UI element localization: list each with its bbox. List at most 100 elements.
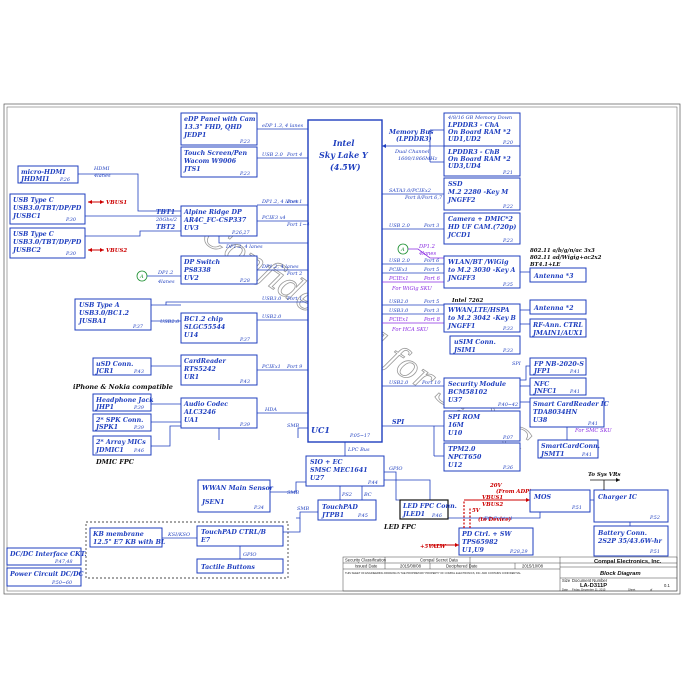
spk-block[interactable]: 2* SPK Conn. JSPK1 P.39 bbox=[92, 413, 181, 432]
usim-block[interactable]: uSIM Conn. JSIM1 P.33 bbox=[449, 335, 521, 355]
tactile-block[interactable]: Tactile Buttons bbox=[196, 558, 284, 574]
hdmi-bus: HDMI bbox=[93, 166, 110, 172]
usbc2-block[interactable]: USB Type C USB3.0/TBT/DP/PD JUSBC2 P.30 … bbox=[9, 227, 127, 259]
fp-line1: FP NB-2020-S bbox=[533, 361, 584, 368]
wlan-port3: Port 6 bbox=[423, 276, 441, 282]
sio-line1: SIO + EC bbox=[310, 459, 342, 466]
pd-vbus2: VBUS2 bbox=[482, 502, 503, 508]
bc12-block[interactable]: BC1.2 chip SLGC55544 U14 P.37 USB3.0 Por… bbox=[165, 296, 308, 344]
headphone-block[interactable]: Headphone Jack JHP1 P.39 bbox=[92, 393, 181, 412]
ssd-line2: M.2 2280 -Key M bbox=[447, 189, 509, 196]
wlan-line1: WLAN/BT /WiGig bbox=[448, 259, 509, 266]
wlan-antenna-block[interactable]: Antenna *3 bbox=[520, 267, 587, 283]
security-block[interactable]: Security Module BCM58102 U37 P.40~42 bbox=[443, 377, 521, 409]
led-block[interactable]: LED FPC Conn. JLED1 P.46 LED FPC bbox=[383, 499, 457, 531]
cardreader-line1: CardReader bbox=[184, 358, 227, 365]
alpine-block[interactable]: Alpine Ridge DP AR4C_FC-CSP337 UV3 P.26,… bbox=[85, 199, 310, 250]
cardreader-line2: RTS5242 bbox=[183, 366, 216, 373]
wwan-antenna-block[interactable]: Antenna *2 bbox=[520, 299, 587, 315]
rf-block[interactable]: RF-Ann. CTRL JMAIN1/AUX1 bbox=[520, 318, 587, 338]
pd-block[interactable]: PD Ctrl. + SW TPS65982 U1,U9 P.28,29 +5V… bbox=[420, 483, 534, 556]
dpswitch-block[interactable]: DP Switch PS8338 UV2 P.28 DP1.2, 4 lanes… bbox=[136, 255, 308, 285]
touch-block[interactable]: Touch Screen/Pen Wacom W9006 JTS1 P.23 U… bbox=[180, 146, 308, 178]
wlan-page: P.35 bbox=[502, 282, 513, 288]
kb-ctrl-block[interactable]: TouchPAD CTRL/B E7 GPIO bbox=[196, 518, 301, 560]
wwan-port3: Port 8 bbox=[423, 317, 441, 323]
touchpad-line2: JTPB1 bbox=[321, 512, 344, 519]
audio-block[interactable]: Audio Codec ALC3246 UA1 P.39 HDA bbox=[180, 397, 308, 440]
fp-page: P.41 bbox=[569, 369, 580, 375]
usba-line1: USB Type A bbox=[79, 302, 120, 309]
rf-line1: RF-Ann. CTRL bbox=[532, 322, 583, 329]
sio-block[interactable]: SIO + EC SMSC MEC1641 U27 P.44 SMB GPIO … bbox=[270, 455, 541, 522]
mic-line2: JDMIC1 bbox=[95, 447, 124, 454]
usim-line2: JSIM1 bbox=[453, 347, 476, 354]
spirom-block[interactable]: SPI ROM 16M U10 P.07 bbox=[443, 410, 521, 442]
wwan-line2: to M.2 3042 -Key B bbox=[448, 315, 517, 322]
usim-line1: uSIM Conn. bbox=[454, 339, 496, 346]
usd-line1: uSD Conn. bbox=[96, 361, 133, 368]
sio-line2: SMSC MEC1641 bbox=[310, 467, 368, 474]
bc12-port: Port 1 bbox=[286, 296, 302, 302]
cardreader-port: Port 9 bbox=[286, 364, 303, 370]
marker-a-right-label: A bbox=[400, 247, 405, 253]
pd-line2: TPS65982 bbox=[462, 539, 498, 546]
usba-block[interactable]: USB Type A USB3.0/BC1.2 JUSBA1 P.37 USB2… bbox=[74, 298, 181, 331]
cardreader-line3: UR1 bbox=[184, 374, 199, 381]
wlan-group: A DP1.2 4lanes USB 2.0 Port 6 PCIEx1 Por… bbox=[382, 243, 444, 292]
camera-block[interactable]: Camera + DMIC*2 HD UF CAM.(720p) JCCD1 P… bbox=[443, 212, 521, 245]
charger-block[interactable]: Charger IC P.52 To Sys VRs bbox=[588, 472, 669, 526]
headphone-line1: Headphone Jack bbox=[95, 397, 154, 404]
usd-block[interactable]: uSD Conn. JCR1 P.43 bbox=[92, 357, 181, 376]
led-label: LED FPC bbox=[383, 523, 417, 531]
wlan-spec3: BT4.1+LE bbox=[529, 262, 561, 268]
sio-smb2: SMB bbox=[287, 490, 300, 496]
cpu-block[interactable]: Intel Sky Lake Y (4.5W) UC1 P.05~17 bbox=[307, 119, 383, 443]
memory-bus-label: Memory Bus bbox=[388, 129, 434, 136]
battery-page: P.51 bbox=[649, 549, 660, 555]
lpc-link: LPC Bus bbox=[344, 442, 370, 456]
tb-notice: THIS SHEET OF ENGINEERING DRAWING IS THE… bbox=[345, 571, 521, 575]
power-page: P.50~60 bbox=[51, 580, 72, 586]
memory-chb-block[interactable]: LPDDR3 - ChB On Board RAM *2 UD3,UD4 P.2… bbox=[443, 145, 521, 177]
touchpad-block[interactable]: TouchPAD JTPB1 P.45 SMB bbox=[296, 499, 377, 521]
dpswitch-in: DP1.2 bbox=[157, 270, 173, 276]
camera-bus: USB 2.0 bbox=[389, 223, 411, 229]
usbc1-block[interactable]: USB Type C USB3.0/TBT/DP/PD JUSBC1 P.30 … bbox=[9, 193, 127, 225]
smartcard-line1: SmartCardConn. bbox=[541, 443, 600, 450]
battery-block[interactable]: Battery Conn. 2S2P 35/43.6W-hr P.51 bbox=[593, 525, 669, 557]
kb-membrane-block[interactable]: KB membrane 12.5" E7 KB with BL KSI/KSO bbox=[89, 527, 197, 548]
wlan-block[interactable]: WLAN/BT /WiGig to M.2 3030 -Key A JNGFF3… bbox=[443, 255, 521, 289]
fp-block[interactable]: SPI FP NB-2020-S JFP1 P.41 bbox=[512, 357, 587, 381]
cardreader-block[interactable]: CardReader RTS5242 UR1 P.43 PCIEx1 Port … bbox=[180, 354, 308, 386]
reader-block[interactable]: Smart CardReader IC TDA8034HN U38 P.41 F… bbox=[520, 397, 612, 434]
frame-inner bbox=[6, 106, 678, 592]
kb-group bbox=[85, 521, 289, 579]
dcdc-block[interactable]: DC/DC Interface CKT. P.47,48 bbox=[6, 547, 87, 566]
headphone-page: P.39 bbox=[133, 405, 144, 411]
kb-mem-line1: KB membrane bbox=[92, 531, 144, 538]
usd-line2: JCR1 bbox=[95, 368, 114, 375]
spirom-line1: SPI ROM bbox=[448, 414, 481, 421]
tb-date-label: Date bbox=[562, 588, 568, 592]
hdmi-lanes: 4lanes bbox=[93, 173, 111, 179]
reader-page: P.41 bbox=[587, 421, 598, 427]
power-block[interactable]: Power Circuit DC/DC P.50~60 bbox=[6, 567, 84, 587]
tpm-block[interactable]: TPM2.0 NPCT650 U12 P.36 bbox=[433, 426, 521, 472]
edp-block[interactable]: eDP Panel with Cam 13.3" FHD, QHD JEDP1 … bbox=[180, 112, 308, 146]
tb-issued: Issued Date bbox=[355, 564, 378, 569]
nfc-block[interactable]: NFC JNFC1 P.41 bbox=[520, 377, 587, 396]
smartcard-block[interactable]: SmartCardConn. JSMT1 P.41 bbox=[537, 427, 600, 459]
ssd-block[interactable]: SSD M.2 2280 -Key M JNGFF2 P.22 bbox=[443, 177, 521, 211]
wlan-line2: to M.2 3030 -Key A bbox=[448, 267, 516, 274]
ssd-group: SATA3.0/PCIEx2 Port 8/Port 6,7 bbox=[382, 188, 444, 201]
mos-block[interactable]: MOS P.51 bbox=[529, 489, 594, 513]
security-bus: USB2.0 bbox=[389, 380, 409, 386]
usbc1-vbus: VBUS1 bbox=[106, 200, 127, 206]
audio-note: iPhone & Nokia compatible bbox=[73, 383, 173, 391]
memory-cha-block[interactable]: 4/8/16 GB Memory Down LPDDR3 - ChA On Bo… bbox=[443, 112, 521, 147]
wwan-sensor-block[interactable]: WWAN Main Sensor JSEN1 P.34 bbox=[197, 479, 274, 513]
mic-block[interactable]: 2* Array MICs JDMIC1 P.46 DMIC FPC bbox=[92, 425, 181, 466]
hdmi-block[interactable]: micro-HDMI JHDMI1 P.26 HDMI 4lanes bbox=[17, 165, 181, 212]
wwan-block[interactable]: WWAN,LTE/HSPA to M.2 3042 -Key B JNGFF1 … bbox=[443, 303, 521, 333]
